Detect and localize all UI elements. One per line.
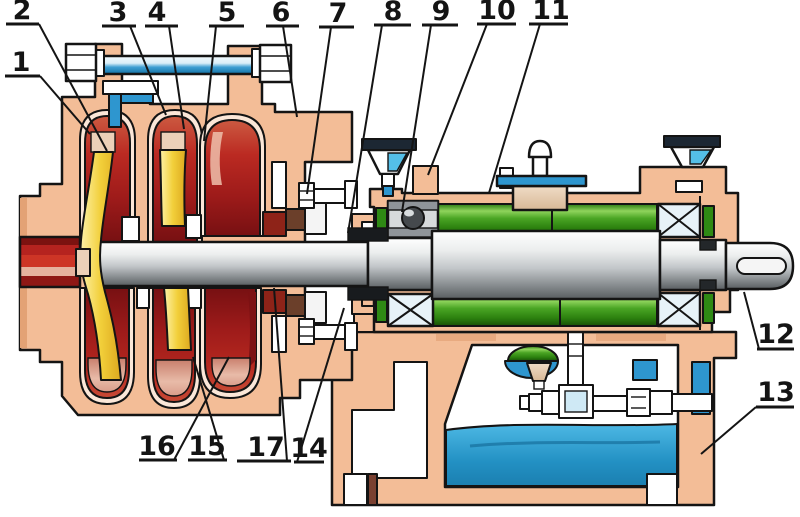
svg-text:9: 9 [432, 0, 451, 27]
callout-5: 5 [203, 0, 244, 142]
base-frame [330, 330, 738, 507]
suction-inlet [18, 235, 91, 289]
callouts: 1 2 3 4 5 6 7 8 9 10 [5, 0, 795, 464]
svg-text:13: 13 [757, 377, 795, 408]
frame-foot-slot [646, 473, 678, 506]
grease-cup-outboard [663, 135, 721, 169]
svg-text:11: 11 [532, 0, 570, 26]
svg-text:1: 1 [12, 47, 31, 78]
callout-11: 11 [488, 0, 570, 194]
impeller-hub-nose [75, 248, 91, 277]
callout-6: 6 [266, 0, 299, 118]
bearing-symbol [386, 202, 702, 328]
callout-12: 12 [743, 291, 795, 351]
svg-text:4: 4 [148, 0, 167, 28]
callout-3: 3 [102, 0, 167, 116]
svg-text:12: 12 [757, 319, 795, 350]
inboard-bearing [386, 199, 440, 239]
callout-8: 8 [347, 0, 411, 234]
svg-text:2: 2 [13, 0, 32, 26]
shaft-keyway [736, 257, 787, 275]
frame-foot-slot [343, 473, 368, 506]
svg-text:10: 10 [478, 0, 516, 26]
svg-text:8: 8 [384, 0, 403, 27]
inspection-cap [495, 139, 703, 212]
housing-boss [412, 165, 439, 195]
callout-2: 2 [6, 0, 108, 152]
svg-text:5: 5 [218, 0, 237, 28]
svg-text:3: 3 [109, 0, 128, 28]
callout-16: 16 [138, 356, 230, 462]
pump-shaft [94, 227, 795, 301]
callout-7: 7 [306, 0, 354, 195]
lip-seal-top [347, 227, 389, 242]
callout-17: 17 [237, 287, 291, 463]
callout-9: 9 [401, 0, 458, 213]
hex-bolt-head [258, 43, 293, 84]
lip-seal-bottom [347, 286, 389, 301]
callout-4: 4 [145, 0, 185, 130]
callout-10: 10 [427, 0, 516, 176]
svg-text:15: 15 [188, 431, 226, 462]
oil-drain-valve [519, 331, 713, 419]
vent-fitting [108, 93, 122, 128]
callout-1: 1 [5, 47, 91, 135]
svg-text:16: 16 [138, 431, 176, 462]
svg-text:17: 17 [247, 432, 285, 463]
impeller [18, 149, 192, 381]
oil-reservoir [445, 423, 678, 487]
callout-13: 13 [700, 377, 795, 455]
packing-rings [285, 208, 306, 231]
callout-15: 15 [188, 356, 227, 462]
callout-14: 14 [290, 307, 345, 464]
svg-text:7: 7 [329, 0, 348, 29]
svg-text:14: 14 [290, 433, 328, 464]
hex-nut [64, 42, 98, 83]
svg-text:6: 6 [272, 0, 291, 28]
oil-sight-glass [504, 345, 559, 390]
grease-cup-inboard [361, 138, 417, 197]
